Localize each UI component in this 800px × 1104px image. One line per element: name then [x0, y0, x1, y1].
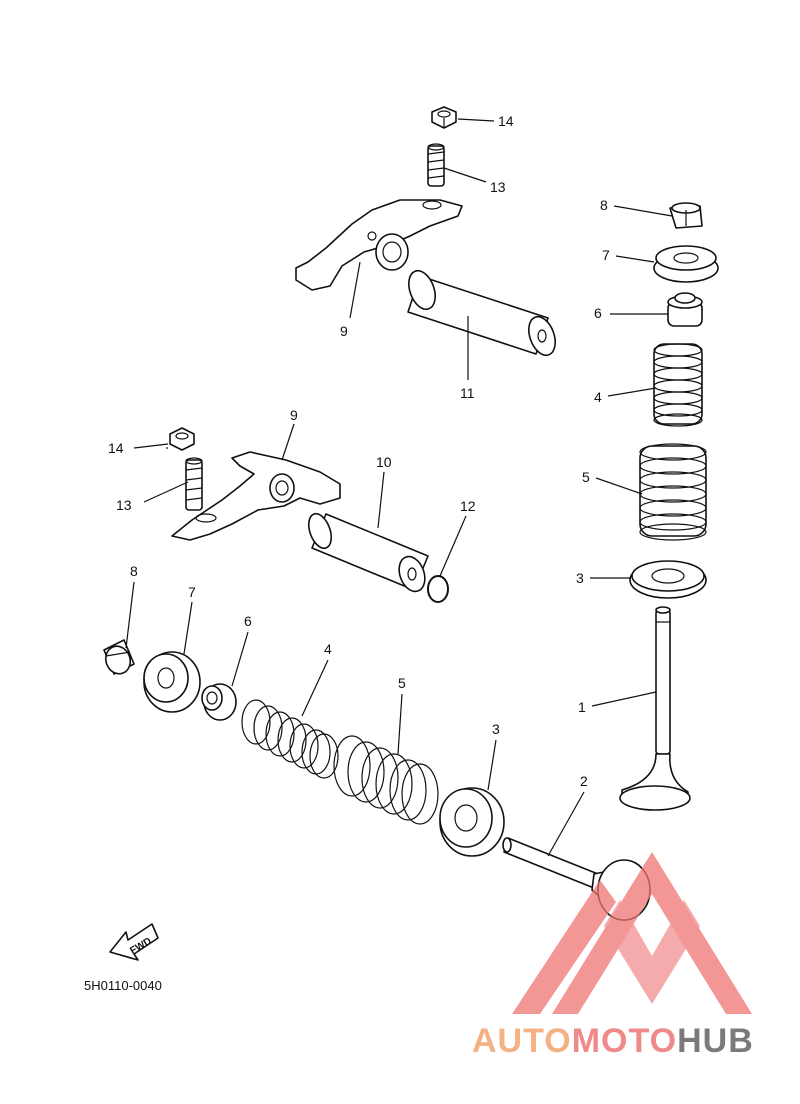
diagram-code: 5H0110-0040: [84, 978, 162, 993]
label-lower-outer-spring: 5: [398, 675, 406, 691]
upper-rocker-assembly: [295, 106, 556, 380]
label-lower-valve: 2: [580, 773, 588, 789]
label-right-valve: 1: [578, 699, 586, 715]
label-lower-retainer: 7: [188, 584, 196, 600]
upper-nut: [431, 106, 457, 129]
label-upper-screw: 13: [490, 179, 506, 195]
watermark-auto: AUTO: [472, 1022, 572, 1060]
label-lower-inner-spring: 4: [324, 641, 332, 657]
right-spring-retainer: [653, 245, 719, 283]
upper-rocker-shaft: [407, 269, 556, 357]
label-lower-seat: 3: [492, 721, 500, 737]
lower-spring-seat: [439, 787, 505, 857]
lower-nut: [169, 427, 195, 451]
lower-spring-retainer: [143, 651, 201, 713]
label-lower-screw: 13: [116, 497, 132, 513]
right-inner-spring: [653, 343, 703, 427]
label-right-cotter: 8: [600, 197, 608, 213]
lower-outer-spring: [333, 735, 439, 825]
label-upper-shaft: 11: [460, 385, 475, 401]
watermark-moto: MOTO: [572, 1022, 677, 1060]
label-lower-rocker-arm: 9: [290, 407, 298, 423]
o-ring: [427, 575, 449, 603]
label-upper-rocker-arm: 9: [340, 323, 348, 339]
label-lower-nut: 14: [108, 440, 124, 456]
label-lower-shaft: 10: [376, 454, 392, 470]
upper-adjust-screw: [427, 143, 445, 187]
label-right-retainer: 7: [602, 247, 610, 263]
label-upper-nut: 14: [498, 113, 514, 129]
lower-rocker-arm: [171, 451, 341, 541]
right-valve-seal: [667, 292, 703, 327]
right-valve: [619, 606, 691, 811]
watermark-logo-icon: [512, 852, 752, 1014]
watermark-triangle-shape: [552, 852, 752, 1014]
label-right-inner-spring: 4: [594, 389, 602, 405]
fwd-arrow-icon: FWD: [109, 923, 159, 961]
label-right-outer-spring: 5: [582, 469, 590, 485]
label-lower-seal: 6: [244, 613, 252, 629]
lower-valve-seal: [201, 683, 237, 721]
lower-valve-cotter: [103, 639, 135, 675]
right-valve-stack: [590, 202, 719, 811]
lower-adjust-screw: [185, 457, 203, 511]
lower-rocker-assembly: [133, 423, 467, 603]
part-labels: 14 13 9 11 8 7 6 4 5 3 1 14 9 10 12 13 8…: [108, 113, 610, 789]
label-lower-cotter: 8: [130, 563, 138, 579]
right-valve-cotter: [669, 202, 703, 229]
label-o-ring: 12: [460, 498, 476, 514]
watermark-hub: HUB: [677, 1022, 754, 1060]
lower-rocker-shaft: [307, 512, 429, 593]
svg-text:AUTOMOTOHUB: AUTOMOTOHUB: [472, 1022, 754, 1060]
lower-inner-spring: [241, 699, 339, 779]
label-right-seat: 3: [576, 570, 584, 586]
lower-valve-row: [103, 581, 651, 921]
watermark-text: AUTOMOTOHUB: [472, 1022, 754, 1060]
label-right-seal: 6: [594, 305, 602, 321]
right-spring-seat: [629, 560, 707, 599]
upper-rocker-arm: [295, 199, 463, 291]
right-outer-spring: [639, 443, 707, 541]
